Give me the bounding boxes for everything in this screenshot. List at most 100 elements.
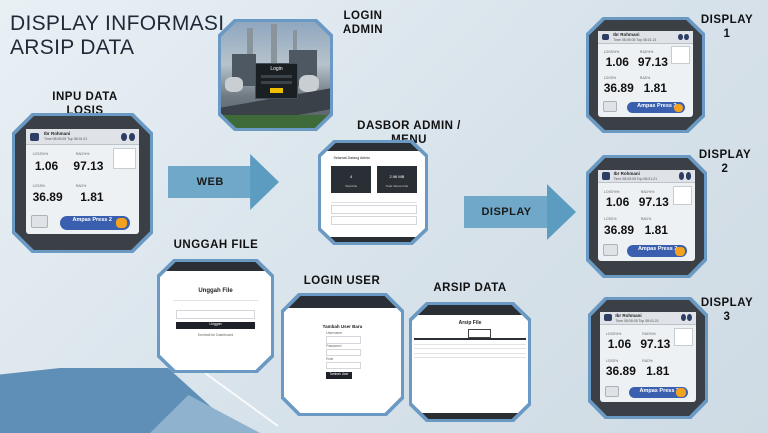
hmi-screen: Ibr Rohmani Time 08:05:05 Top 08:01:21 L… (589, 158, 704, 275)
dashboard-header: Selamat Datang Admin (333, 155, 371, 160)
file-input[interactable] (175, 309, 256, 320)
hmi-bezel: Ibr Rohmani Time 08:05:05 Top 08:01:21 L… (25, 129, 140, 234)
hmi-time: Time 08:05:05 Top 08:01:21 (613, 176, 658, 181)
card-total-size: 2.96 MB Total Ukuran File (377, 165, 417, 194)
caption-2: RAD%% (640, 189, 655, 194)
card-total-size-caption: Total Ukuran File (385, 184, 409, 189)
caption-4: RAD% (640, 217, 652, 222)
company-logo-icon (30, 132, 40, 141)
field-label-role: Role (326, 356, 334, 361)
machine-name: Ampas Press 2 (72, 217, 112, 224)
value-1: 1.06 (605, 55, 629, 70)
side-box (113, 148, 136, 170)
value-4: 1.81 (644, 222, 668, 237)
value-4: 1.81 (646, 364, 670, 379)
caption-3: LOSS% (605, 358, 619, 363)
action-button[interactable] (673, 103, 684, 113)
hmi-footer: Ampas Press 2 (627, 245, 688, 258)
login-title: Login (270, 66, 283, 73)
settings-icon[interactable] (677, 33, 683, 41)
settings-icon[interactable] (121, 132, 127, 141)
hmi-header-icons (670, 33, 690, 41)
back-icon[interactable] (31, 215, 49, 228)
back-icon[interactable] (604, 385, 620, 397)
label-display-1: DISPLAY 1 (700, 14, 754, 40)
action-button[interactable] (116, 217, 128, 229)
field-label-username: Username (326, 331, 343, 336)
value-2: 97.13 (637, 55, 668, 70)
display-2-panel: Ibr Rohmani Time 08:05:05 Top 08:01:21 L… (586, 155, 707, 278)
value-1: 1.06 (605, 195, 630, 210)
hmi-header-icons (673, 314, 693, 322)
side-box (672, 186, 692, 205)
field-label-password: Password (326, 343, 342, 348)
back-icon[interactable] (602, 101, 618, 112)
dashboard-screen: Selamat Datang Admin 4 Total File 2.96 M… (318, 140, 428, 245)
settings-icon[interactable] (679, 172, 685, 180)
operator-name: Ibr Rohmani (615, 312, 642, 318)
back-icon[interactable] (603, 244, 618, 256)
machine-name: Ampas Press 2 (637, 103, 677, 110)
caption-1: LOSS%% (32, 152, 49, 157)
hmi-header: Ibr Rohmani Time 08:05:05 Top 08:01:21 (598, 31, 693, 44)
arrow-display-label: DISPLAY (481, 205, 532, 218)
upload-screen: Unggah File Unggah Kembali ke Dashboard (157, 259, 274, 373)
label-login-admin: LOGIN ADMIN (342, 10, 384, 36)
caption-4: RAD% (639, 75, 651, 80)
value-1: 1.06 (607, 336, 632, 351)
hmi-footer: Ampas Press 2 (628, 386, 689, 399)
hmi-screen: Ibr Rohmani Time 08:05:05 Top 08:01:21 L… (15, 116, 150, 250)
hmi-footer: Ampas Press 2 (59, 216, 131, 230)
card-total-file-caption: Total File (345, 184, 358, 189)
card-total-file-value: 4 (350, 174, 353, 180)
user-icon[interactable] (128, 132, 135, 141)
machine-name: Ampas Press 2 (639, 387, 679, 394)
hmi-time: Time 08:05:05 Top 08:01:21 (615, 318, 659, 323)
factory-scene: Login (221, 22, 330, 128)
company-logo-icon (602, 172, 610, 180)
caption-2: RAD%% (642, 331, 656, 336)
card-total-file: 4 Total File (331, 165, 371, 194)
archive-title: Arsip File (458, 319, 482, 326)
upload-title: Unggah File (198, 287, 233, 294)
caption-3: LOSS% (603, 217, 617, 222)
username-input[interactable] (326, 335, 361, 344)
caption-4: RAD% (75, 183, 87, 188)
company-logo-icon (603, 314, 612, 322)
login-user-title: Tambah User Baru (322, 324, 363, 330)
action-button[interactable] (675, 246, 685, 256)
upload-button-label: Unggah (209, 322, 222, 327)
settings-icon[interactable] (680, 314, 686, 322)
login-user-screen: Tambah User Baru Username Password Role … (281, 293, 404, 416)
hmi-footer: Ampas Press 2 (626, 102, 686, 114)
login-button[interactable] (270, 88, 283, 93)
back-to-dashboard-link[interactable]: Kembali ke Dashboard (197, 333, 234, 338)
caption-3: LOSS% (32, 183, 46, 188)
label-upload: UNGGAH FILE (173, 239, 259, 251)
add-user-button[interactable]: Tambah User (326, 372, 352, 380)
display-1-panel: Ibr Rohmani Time 08:05:05 Top 08:01:21 L… (586, 17, 705, 133)
hmi-time: Time 08:05:05 Top 08:01:21 (613, 37, 657, 42)
card-total-size-value: 2.96 MB (389, 174, 405, 180)
upload-button[interactable]: Unggah (175, 322, 256, 329)
value-4: 1.81 (80, 190, 104, 205)
value-2: 97.13 (638, 195, 669, 210)
archive-search-input[interactable] (467, 328, 491, 338)
value-2: 97.13 (640, 336, 671, 351)
side-box (673, 327, 694, 347)
label-display-3: DISPLAY 3 (700, 297, 754, 323)
role-select[interactable] (326, 361, 361, 370)
caption-2: RAD%% (639, 49, 654, 54)
user-icon[interactable] (685, 172, 691, 180)
user-icon[interactable] (687, 314, 693, 322)
action-button[interactable] (676, 388, 686, 398)
arrow-web: WEB (168, 154, 279, 210)
caption-1: LOSS%% (603, 189, 620, 194)
hmi-bezel: Ibr Rohmani Time 08:05:05 Top 08:01:21 L… (598, 31, 693, 117)
label-archive: ARSIP DATA (433, 282, 507, 294)
user-icon[interactable] (684, 33, 690, 41)
password-input[interactable] (326, 348, 361, 357)
hmi-header: Ibr Rohmani Time 08:05:05 Top 08:01:21 (25, 129, 140, 146)
hmi-bezel: Ibr Rohmani Time 08:05:05 Top 08:01:21 L… (598, 169, 695, 261)
hmi-header: Ibr Rohmani Time 08:05:05 Top 08:01:21 (598, 169, 695, 184)
